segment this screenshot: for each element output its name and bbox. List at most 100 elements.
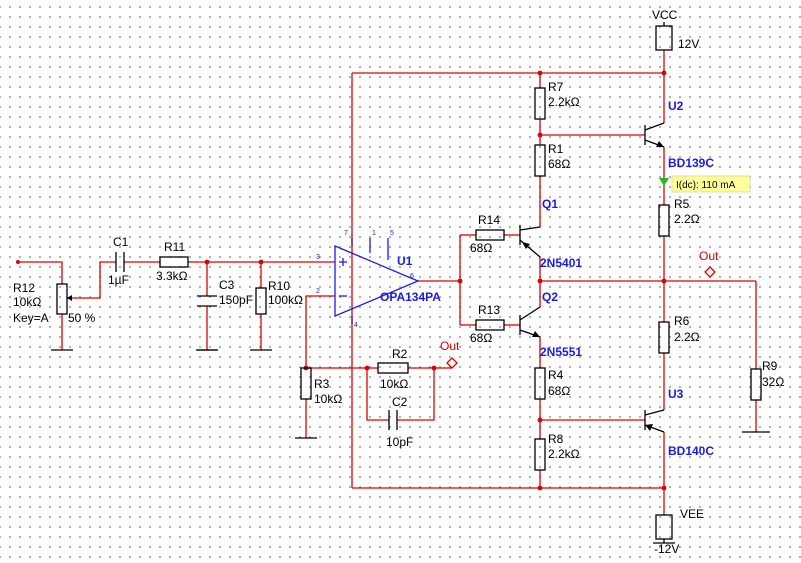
junction-dot	[364, 365, 370, 371]
resistor-r4[interactable]: R4 68Ω	[534, 367, 570, 400]
transistor-q1[interactable]: Q1 2N5401	[519, 197, 582, 270]
c2-ref: C2	[392, 395, 408, 409]
capacitor-c1[interactable]: C1 1µF	[108, 235, 129, 287]
junction-dot	[431, 365, 437, 371]
r10-value: 100kΩ	[268, 293, 303, 307]
vcc-source[interactable]: VCC 12V	[652, 8, 699, 51]
r4-value: 68Ω	[548, 384, 570, 398]
input-terminal[interactable]	[16, 260, 20, 264]
current-probe[interactable]: I(dc): 110 mA	[659, 175, 751, 193]
pin-4: 4	[354, 322, 358, 329]
vee-name: VEE	[680, 507, 704, 521]
pin-2: 2	[316, 288, 320, 295]
out-label-text: Out	[699, 249, 719, 263]
vee-source[interactable]: VEE -12V	[654, 507, 704, 556]
pin-7: 7	[344, 230, 348, 237]
u2-ref: U2	[668, 99, 684, 113]
potentiometer-r12[interactable]: R12 10kΩ Key=A 50 %	[13, 281, 96, 351]
r6-value: 2.2Ω	[674, 330, 700, 344]
out-label-text: Out	[440, 339, 460, 353]
resistor-r2[interactable]: R2 10kΩ	[377, 347, 409, 391]
q2-ref: Q2	[542, 290, 558, 304]
resistor-r13[interactable]: R13 68Ω	[470, 303, 505, 345]
r5-ref: R5	[674, 197, 690, 211]
r1-value: 68Ω	[548, 157, 570, 171]
q1-ref: Q1	[542, 197, 558, 211]
r10-ref: R10	[268, 279, 290, 293]
transistor-u2[interactable]: U2 BD139C	[644, 99, 714, 170]
r3-ref: R3	[314, 377, 330, 391]
resistor-r7[interactable]: R7 2.2kΩ	[534, 80, 580, 120]
c3-ref: C3	[219, 278, 235, 292]
c1-ref: C1	[113, 235, 129, 249]
u3-model: BD140C	[668, 444, 714, 458]
junction-dot	[457, 278, 463, 284]
resistor-r11[interactable]: R11 3.3kΩ	[156, 240, 189, 283]
q1-model: 2N5401	[540, 256, 582, 270]
out-label-main[interactable]: Out	[699, 249, 719, 278]
transistor-q2[interactable]: Q2 2N5551	[519, 290, 582, 359]
junction-dot	[537, 417, 543, 423]
q2-model: 2N5551	[540, 345, 582, 359]
r12-value: 10kΩ	[13, 295, 41, 309]
resistor-r9[interactable]: R9 32Ω	[742, 359, 784, 433]
resistor-r5[interactable]: R5 2.2Ω	[658, 197, 700, 237]
r13-value: 68Ω	[470, 331, 492, 345]
junction-dot	[537, 132, 543, 138]
resistor-r1[interactable]: R1 68Ω	[534, 142, 570, 177]
r8-value: 2.2kΩ	[548, 447, 580, 461]
r6-ref: R6	[674, 314, 690, 328]
r11-ref: R11	[164, 240, 185, 254]
r14-ref: R14	[478, 213, 500, 227]
r4-ref: R4	[548, 368, 564, 382]
junction-dot	[537, 485, 543, 491]
c3-value: 150pF	[219, 293, 253, 307]
pin-6: 6	[410, 273, 414, 280]
junction-dot	[258, 259, 264, 265]
r3-value: 10kΩ	[314, 392, 342, 406]
pin-3: 3	[316, 254, 320, 261]
r2-value: 10kΩ	[380, 377, 408, 391]
resistor-r14[interactable]: R14 68Ω	[470, 213, 505, 255]
junction-dots	[204, 70, 667, 491]
resistor-r10[interactable]: R10 100kΩ	[250, 279, 303, 351]
junction-dot	[204, 259, 210, 265]
r1-ref: R1	[548, 142, 564, 156]
r14-value: 68Ω	[470, 241, 492, 255]
r12-setting: 50 %	[68, 311, 96, 325]
u2-model: BD139C	[668, 156, 714, 170]
pin-5: 5	[390, 230, 394, 237]
junction-dot	[661, 278, 667, 284]
vee-value: -12V	[654, 542, 679, 556]
junction-dot	[661, 70, 667, 76]
u1-model: OPA134PA	[380, 290, 441, 304]
c1-value: 1µF	[108, 273, 129, 287]
capacitor-c3[interactable]: C3 150pF	[197, 278, 253, 351]
junction-dot	[537, 70, 543, 76]
u3-ref: U3	[668, 387, 684, 401]
opamp-u1[interactable]: 7 1 5 3 2 6 4 U1 OPA134PA	[316, 230, 441, 329]
probe-text: I(dc): 110 mA	[676, 180, 736, 191]
junction-dot	[661, 485, 667, 491]
capacitor-c2[interactable]: C2 10pF	[386, 395, 413, 449]
r5-value: 2.2Ω	[674, 212, 700, 226]
r13-ref: R13	[478, 303, 500, 317]
pin-1: 1	[372, 230, 376, 237]
u1-ref: U1	[397, 254, 413, 268]
c2-value: 10pF	[386, 435, 413, 449]
resistor-r6[interactable]: R6 2.2Ω	[658, 314, 700, 354]
out-label-feedback[interactable]: Out	[440, 339, 460, 369]
transistor-u3[interactable]: U3 BD140C	[644, 387, 714, 458]
resistor-r8[interactable]: R8 2.2kΩ	[534, 432, 580, 471]
r9-ref: R9	[762, 359, 778, 373]
r7-value: 2.2kΩ	[548, 95, 580, 109]
out-connector-icon	[704, 266, 716, 278]
resistor-r3[interactable]: R3 10kΩ	[295, 367, 342, 439]
r9-value: 32Ω	[762, 375, 784, 389]
ground-symbols	[196, 349, 675, 544]
probe-arrow-icon	[659, 178, 669, 186]
r12-key: Key=A	[13, 311, 49, 325]
vcc-value: 12V	[678, 37, 699, 51]
